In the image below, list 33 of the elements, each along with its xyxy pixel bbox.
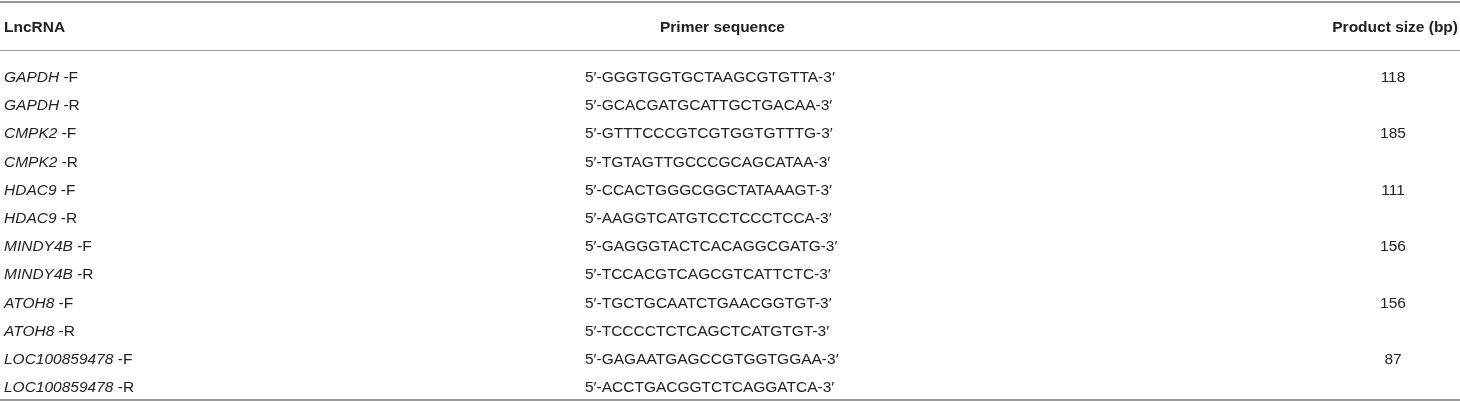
product-size: 156: [1380, 236, 1406, 257]
primer-sequence: 5′-GTTTCCCGTCGTGGTGTTTG-3′: [585, 123, 833, 144]
product-size: 185: [1380, 123, 1406, 144]
gene-name: MINDY4B -R: [4, 264, 94, 285]
product-size: 118: [1380, 67, 1406, 87]
primer-sequence: 5′-AAGGTCATGTCCTCCCTCCA-3′: [585, 208, 832, 228]
product-size: 87: [1384, 349, 1402, 369]
gene-name: LOC100859478 -F: [4, 349, 133, 369]
header-cell: Product size (bp): [1332, 17, 1458, 37]
primer-sequence: 5′-TGTAGTTGCCCGCAGCATAA-3′: [585, 151, 831, 172]
gene-name: LOC100859478 -R: [4, 377, 135, 398]
primer-sequence: 5′-GGGTGGTGCTAAGCGTGTTA-3′: [585, 67, 835, 87]
product-size: 156: [1380, 292, 1406, 313]
gene-name: MINDY4B -F: [4, 236, 92, 257]
primer-sequence: 5′-GAGAATGAGCCGTGGTGGAA-3′: [585, 349, 839, 369]
gene-name: ATOH8 -R: [4, 320, 75, 341]
primer-sequence: 5′-TCCACGTCAGCGTCATTCTC-3′: [585, 264, 831, 285]
primer-sequence: 5′-TGCTGCAATCTGAACGGTGT-3′: [585, 292, 832, 313]
gene-name: CMPK2 -R: [4, 151, 79, 172]
gene-name: CMPK2 -F: [4, 123, 77, 144]
header-cell: LncRNA: [4, 17, 66, 37]
gene-name: GAPDH -F: [4, 67, 79, 87]
gene-name: GAPDH -R: [4, 95, 80, 116]
header-cell: Primer sequence: [660, 17, 785, 37]
primer-sequence: 5′-TCCCCTCTCAGCTCATGTGT-3′: [585, 320, 830, 341]
primer-sequence: 5′-GCACGATGCATTGCTGACAA-3′: [585, 95, 833, 116]
primer-sequence: 5′-ACCTGACGGTCTCAGGATCA-3′: [585, 377, 835, 398]
gene-name: HDAC9 -F: [4, 179, 76, 200]
gene-name: ATOH8 -F: [4, 292, 74, 313]
primer-sequence: 5′-CCACTGGGCGGCTATAAAGT-3′: [585, 179, 832, 200]
gene-name: HDAC9 -R: [4, 208, 78, 228]
product-size: 111: [1381, 179, 1405, 200]
primer-sequence: 5′-GAGGGTACTCACAGGCGATG-3′: [585, 236, 838, 257]
